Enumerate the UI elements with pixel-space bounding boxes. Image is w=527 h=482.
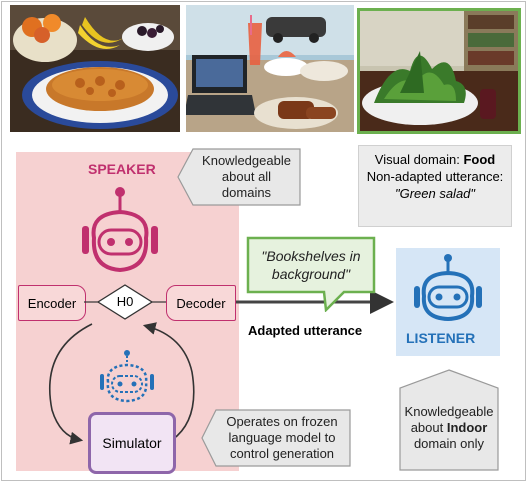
- hidden-state-label: H0: [116, 294, 134, 309]
- domain-value: Food: [463, 152, 496, 167]
- hidden-state-diamond: [84, 284, 166, 320]
- encoder-box: Encoder: [18, 285, 86, 321]
- domain-line-1: Visual domain: Food: [359, 151, 511, 168]
- decoder-box: Decoder: [166, 285, 236, 321]
- domain-prefix: Visual domain:: [374, 152, 464, 167]
- speaker-knowledge-line-2: about all: [221, 169, 272, 184]
- speaker-title: SPEAKER: [88, 161, 156, 177]
- simulator-note-line-1: Operates on frozen: [226, 414, 338, 429]
- photo-food-table: [10, 5, 180, 132]
- decoder-label: Decoder: [176, 295, 226, 311]
- listener-robot-icon: [412, 252, 484, 322]
- adapted-utterance-bubble: "Bookshelves in background": [246, 236, 376, 312]
- speaker-robot-icon: [80, 184, 160, 290]
- listener-note-domain: Indoor: [446, 420, 488, 435]
- simulator-robot-icon: [98, 348, 156, 406]
- photo-restaurant-table: [186, 5, 354, 132]
- adapted-utterance-line-2: background": [271, 266, 351, 282]
- listener-knowledge-callout: Knowledgeable about Indoor domain only: [398, 368, 500, 472]
- simulator-label: Simulator: [102, 435, 162, 451]
- listener-note-line-1: Knowledgeable: [404, 404, 494, 419]
- adapted-utterance-line-1: "Bookshelves in: [261, 248, 361, 264]
- domain-line-3: "Green salad": [394, 186, 476, 201]
- adapted-utterance-caption: Adapted utterance: [248, 323, 363, 338]
- simulator-box: Simulator: [88, 412, 176, 474]
- listener-note-line-3: domain only: [413, 436, 485, 451]
- simulator-note-line-3: control generation: [229, 446, 335, 461]
- speaker-knowledge-line-3: domains: [221, 185, 272, 200]
- listener-title: LISTENER: [406, 330, 476, 346]
- simulator-note-callout: Operates on frozen language model to con…: [200, 408, 352, 468]
- domain-line-2: Non-adapted utterance:: [366, 169, 504, 184]
- domain-info-box: Visual domain: Food Non-adapted utteranc…: [358, 145, 512, 227]
- photo-green-salad: [357, 8, 521, 134]
- speaker-knowledge-line-1: Knowledgeable: [202, 153, 291, 168]
- encoder-label: Encoder: [27, 295, 77, 311]
- listener-note-prefix: about: [410, 420, 447, 435]
- speaker-knowledge-callout: Knowledgeable about all domains: [175, 146, 303, 208]
- simulator-note-line-2: language model to: [228, 430, 336, 445]
- listener-note-line-2: about Indoor: [411, 420, 488, 436]
